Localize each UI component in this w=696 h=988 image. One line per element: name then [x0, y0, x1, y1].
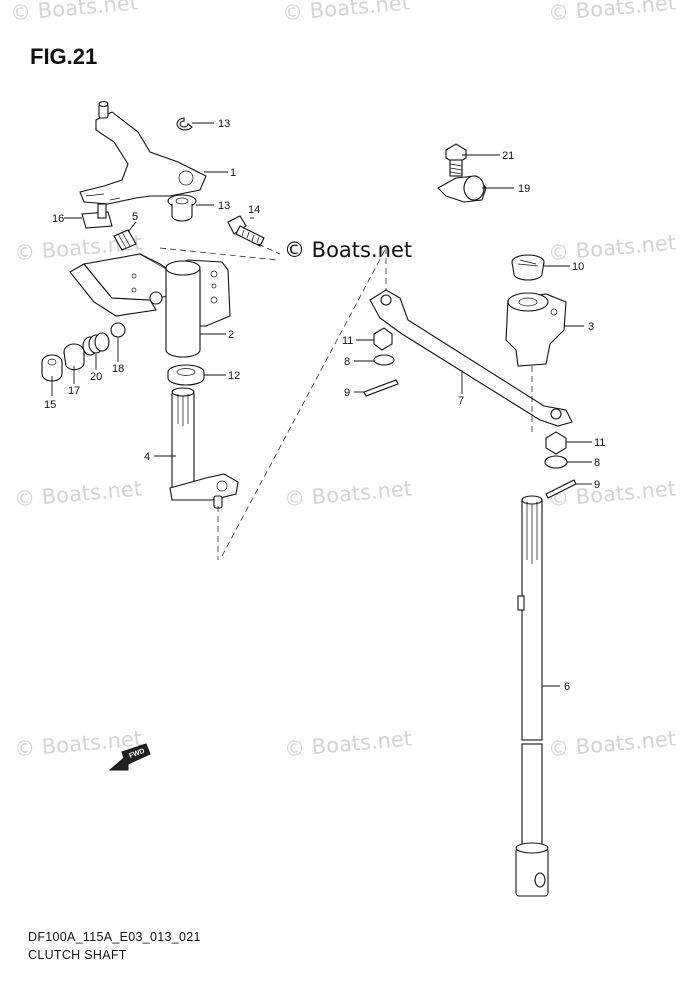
bushing-13 [167, 194, 197, 222]
callout-15: 15 [44, 399, 56, 411]
figure-title: FIG.21 [30, 44, 98, 69]
callout-21: 21 [502, 150, 514, 162]
fitting-5 [113, 229, 137, 251]
callout-9-lower: 9 [594, 479, 600, 491]
clamp-19 [437, 175, 487, 203]
callout-11-lower: 11 [594, 437, 605, 449]
callout-12: 12 [228, 370, 240, 382]
callout-18: 18 [112, 363, 124, 375]
clutch-shaft-6 [515, 495, 549, 897]
callout-20: 20 [90, 371, 102, 383]
callout-5: 5 [132, 211, 138, 223]
callout-6: 6 [564, 681, 570, 693]
shift-housing [165, 259, 231, 358]
model-code: DF100A_115A_E03_013_021 [28, 930, 201, 944]
callout-8-lower: 8 [594, 457, 600, 469]
cotter-pin-9-upper [363, 379, 399, 397]
washer-8-upper [373, 354, 395, 366]
callout-1: 1 [230, 167, 236, 179]
callout-16: 16 [52, 213, 64, 225]
callout-17: 17 [68, 385, 80, 397]
callout-9-upper: 9 [344, 387, 350, 399]
callout-3: 3 [588, 321, 594, 333]
callout-14: 14 [248, 204, 260, 216]
connecting-rod-7 [369, 289, 573, 427]
callout-13-upper: 13 [218, 118, 230, 130]
shaft-arm-4 [169, 387, 239, 509]
holder-bracket [69, 253, 177, 317]
callout-13-lower: 13 [218, 200, 230, 212]
e-ring [176, 117, 193, 131]
callout-numbers: 13 1 13 14 16 5 2 12 4 15 17 20 18 21 19… [44, 118, 605, 693]
callout-19: 19 [518, 183, 530, 195]
fwd-direction-arrow: FWD [108, 743, 151, 771]
leader-lines [51, 122, 592, 687]
spring-20 [82, 332, 110, 356]
seal-17 [63, 343, 85, 371]
shift-lever-plate [79, 100, 207, 205]
callout-8-upper: 8 [344, 356, 350, 368]
clip-16 [81, 203, 113, 229]
bolt-21 [445, 143, 467, 177]
callout-10: 10 [572, 261, 584, 273]
washer-8-lower [544, 455, 568, 469]
holder-3 [505, 292, 567, 367]
callout-4: 4 [144, 451, 150, 463]
cotter-pin-9-lower [545, 479, 577, 499]
ball-18 [110, 322, 126, 338]
callout-7: 7 [458, 395, 464, 407]
washer-12 [167, 364, 205, 386]
cap-10 [511, 254, 545, 281]
cap-15 [41, 354, 63, 382]
section-name: CLUTCH SHAFT [28, 948, 127, 962]
nut-11-lower [545, 431, 567, 455]
callout-2: 2 [228, 329, 234, 341]
callout-11-upper: 11 [342, 335, 353, 347]
boats-net-watermark: © Boats.net [284, 238, 413, 262]
nut-11-upper [373, 327, 393, 351]
bolt-14 [227, 215, 265, 247]
